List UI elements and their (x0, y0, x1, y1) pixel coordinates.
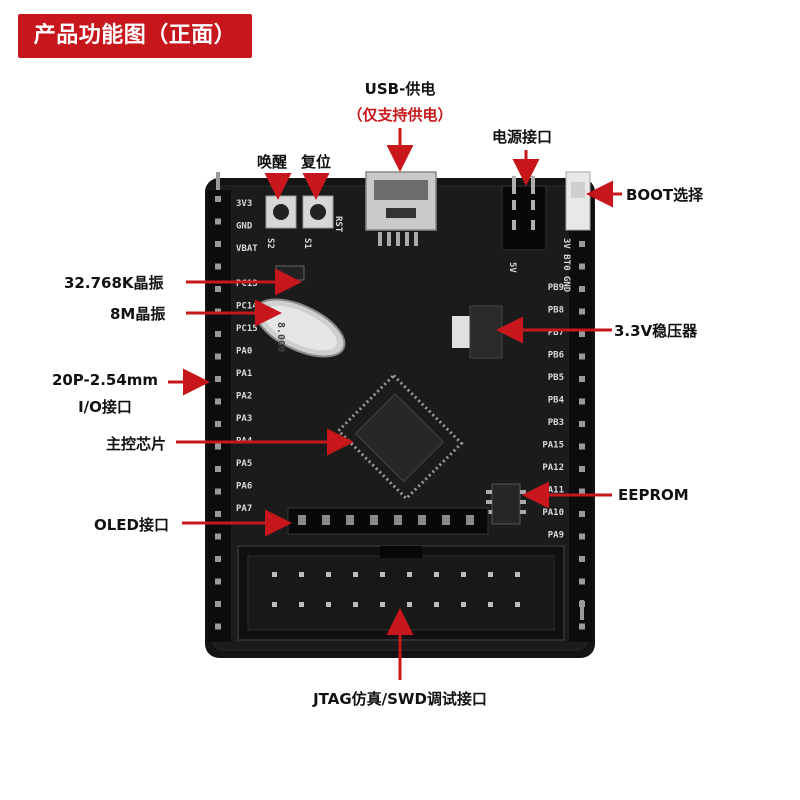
regulator-label: 3.3V稳压器 (614, 322, 698, 340)
silk-pin-label: PA12 (542, 463, 564, 473)
silk-pin-label: PA5 (236, 459, 252, 469)
io-header-label-2: I/O接口 (78, 398, 132, 416)
page-title: 产品功能图（正面） (18, 14, 252, 58)
usb-note-label: （仅支持供电） (347, 106, 453, 124)
silk-pin-label: PA3 (236, 414, 252, 424)
power-header (501, 176, 547, 251)
silk-pin-label: PB4 (548, 396, 565, 406)
eeprom-label: EEPROM (618, 486, 689, 504)
silk-boot-mark: 3V BT0 GND (561, 238, 571, 293)
silk-pin-label: PB3 (548, 418, 564, 428)
silk-pin-label: PA15 (542, 441, 564, 451)
main-chip (336, 373, 464, 501)
crystal-32k (275, 265, 305, 281)
silk-pin-label: PC14 (236, 302, 258, 312)
silk-pin-label: PB5 (548, 373, 564, 383)
wake-label: 唤醒 (257, 153, 288, 171)
silk-pin-label: PA0 (236, 347, 252, 357)
reset-button (302, 195, 334, 229)
silk-crystal-mark: 8.000 (275, 322, 286, 352)
silk-s2: S2 (265, 238, 275, 249)
silk-pin-label: PC13 (236, 279, 258, 289)
wake-button (265, 195, 297, 229)
left-pin-header (207, 172, 231, 642)
silk-pin-label: PC15 (236, 324, 258, 334)
boot-label: BOOT选择 (626, 186, 704, 204)
silk-pin-label: PB6 (548, 351, 564, 361)
oled-label: OLED接口 (94, 516, 170, 534)
silk-pin-label: PA7 (236, 504, 252, 514)
silk-pin-label: PA10 (542, 508, 564, 518)
silk-pin-label: 3V3 (236, 199, 252, 209)
silk-5v: 5V (507, 262, 517, 273)
silk-pin-label: PA6 (236, 482, 252, 492)
chip-label: 主控芯片 (106, 435, 167, 453)
silk-pin-label: PA1 (236, 369, 252, 379)
silk-rst: RST (333, 216, 343, 233)
oled-header (287, 507, 489, 535)
crystal-32k-label: 32.768K晶振 (64, 274, 164, 292)
power-label: 电源接口 (492, 128, 553, 146)
silk-pin-label: GND (236, 222, 253, 232)
silk-pin-label: PB9 (548, 283, 564, 293)
usb-label: USB-供电 (364, 80, 436, 98)
io-header-label-1: 20P-2.54mm (51, 371, 159, 389)
jtag-label: JTAG仿真/SWD调试接口 (313, 690, 487, 708)
crystal-8m-label: 8M晶振 (110, 305, 166, 323)
usb-connector (365, 171, 437, 246)
right-pin-header (569, 190, 593, 642)
boot-jumper (565, 171, 591, 231)
silk-s1: S1 (302, 238, 312, 249)
silk-pin-label: PA11 (542, 486, 564, 496)
silk-pin-label: PA9 (548, 531, 564, 541)
reset-label: 复位 (301, 153, 332, 171)
silk-pin-label: VBAT (236, 244, 258, 254)
eeprom-chip (486, 483, 526, 525)
silk-pin-label: PA2 (236, 392, 252, 402)
silk-pin-label: PB8 (548, 306, 564, 316)
silk-pin-label: PB7 (548, 328, 564, 338)
